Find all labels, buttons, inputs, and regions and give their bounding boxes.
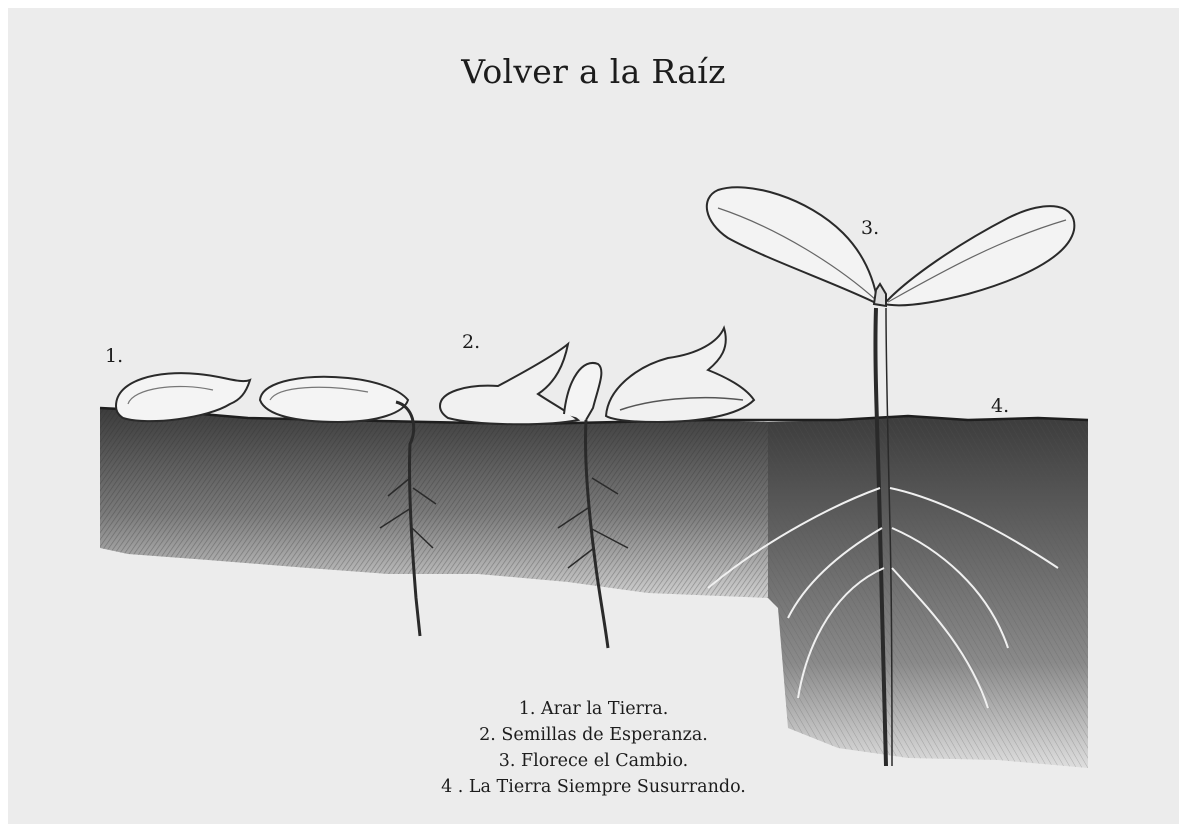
legend-item-4: 4 . La Tierra Siempre Susurrando. (8, 774, 1179, 800)
poster-canvas: Volver a la Raíz (8, 8, 1179, 824)
legend: 1. Arar la Tierra. 2. Semillas de Espera… (8, 696, 1179, 800)
stage-3-label: 3. (861, 217, 879, 239)
legend-item-1: 1. Arar la Tierra. (8, 696, 1179, 722)
stage-1-label: 1. (105, 345, 123, 367)
legend-item-2: 2. Semillas de Esperanza. (8, 722, 1179, 748)
stage-2-label: 2. (462, 331, 480, 353)
legend-item-3: 3. Florece el Cambio. (8, 748, 1179, 774)
stage-4-label: 4. (991, 395, 1009, 417)
